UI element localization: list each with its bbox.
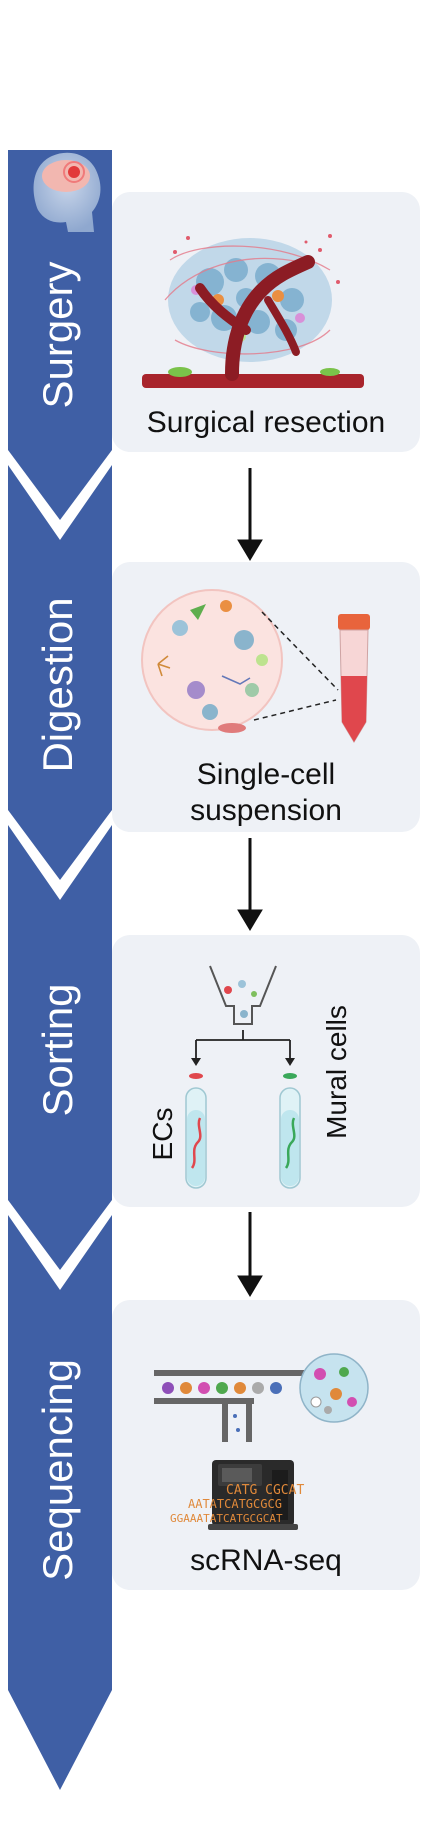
seq-line-2: AATATCATGCGCG — [188, 1497, 282, 1511]
arrow-1-head — [237, 539, 263, 561]
sorting-label-ecs: ECs — [147, 1108, 178, 1161]
stage-digestion-segment — [8, 465, 112, 880]
head-with-brain-icon — [33, 152, 101, 232]
cell-suspension-circle — [141, 589, 283, 733]
surgery-caption: Surgical resection — [147, 406, 385, 439]
stage-sequencing-segment — [8, 1215, 112, 1790]
cell-sorter-funnel-icon — [189, 965, 297, 1079]
dashed-zoom-lines — [253, 611, 339, 721]
seq-line-1: CATG CGCAT — [226, 1483, 304, 1498]
stage-bar — [8, 150, 112, 1790]
mural-tube-icon — [279, 1087, 301, 1189]
digestion-caption-line2: suspension — [190, 794, 342, 827]
falcon-tube-icon — [338, 614, 370, 743]
ec-tube-icon — [185, 1087, 207, 1189]
seq-line-3: GGAAATATCATGCGCAT — [170, 1512, 283, 1525]
sequencing-caption: scRNA-seq — [190, 1544, 342, 1577]
sorting-label-mural-cells: Mural cells — [321, 1005, 352, 1139]
stage-surgery-segment — [8, 150, 112, 520]
stage-label-sorting: Sorting — [34, 983, 81, 1116]
digestion-caption-line1: Single-cell — [197, 758, 335, 791]
stage-sorting-segment — [8, 825, 112, 1270]
stage-label-sequencing: Sequencing — [34, 1359, 81, 1581]
arrow-3-head — [237, 1275, 263, 1297]
sequencer-machine-icon — [208, 1460, 298, 1530]
stage-label-digestion: Digestion — [34, 597, 81, 772]
sequence-text: CATG CGCAT AATATCATGCGCG GGAAATATCATGCGC… — [170, 1483, 304, 1525]
panel-sorting — [112, 935, 420, 1207]
arrow-2-head — [237, 909, 263, 931]
stage-label-surgery: Surgery — [34, 261, 81, 408]
flow-arrows — [237, 468, 263, 1297]
droplet-microfluidic-icon — [154, 1353, 369, 1442]
tumor-vessel-illustration — [142, 234, 364, 388]
